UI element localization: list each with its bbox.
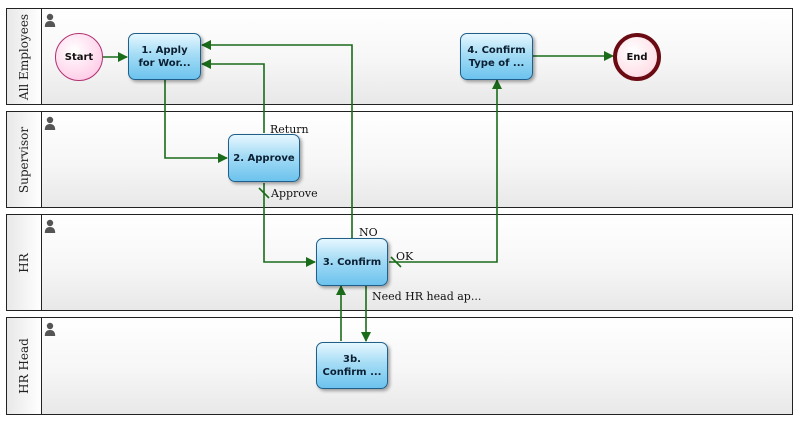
lane-header: Supervisor: [7, 112, 42, 207]
flow-approve-return[interactable]: [201, 59, 265, 133]
flow-label-need-hr-head: Need HR head ap...: [372, 290, 482, 303]
task-apply[interactable]: 1. Apply for Wor...: [128, 33, 201, 80]
flow-label-return: Return: [270, 123, 309, 136]
flow-apply-to-approve[interactable]: [164, 80, 228, 163]
flow-label-no: NO: [359, 226, 378, 239]
person-icon: [44, 116, 56, 130]
task-label: 1. Apply for Wor...: [138, 44, 191, 69]
lane-header: All Employees: [7, 9, 42, 104]
lane-supervisor: Supervisor: [6, 111, 793, 208]
lane-header: HR Head: [7, 318, 42, 414]
task-confirm-type[interactable]: 4. Confirm Type of ...: [460, 33, 533, 80]
flow-confirm-ok[interactable]: [389, 79, 502, 263]
task-confirm-b[interactable]: 3b. Confirm ...: [316, 342, 388, 389]
person-icon: [44, 13, 56, 27]
end-event-label: End: [626, 51, 648, 63]
default-flow-marker: [390, 256, 402, 268]
task-label: 4. Confirm Type of ...: [467, 44, 526, 69]
default-flow-marker: [258, 187, 270, 199]
person-icon: [44, 219, 56, 233]
flow-label-ok: OK: [396, 250, 414, 263]
lane-header: HR: [7, 215, 42, 310]
flow-label-approve: Approve: [271, 187, 318, 200]
end-event[interactable]: End: [613, 33, 661, 81]
start-event[interactable]: Start: [55, 33, 103, 81]
task-confirm[interactable]: 3. Confirm: [316, 238, 388, 286]
flow-approve-to-confirm[interactable]: [263, 183, 316, 267]
person-icon: [44, 322, 56, 336]
start-event-label: Start: [64, 51, 94, 63]
flow-confirm-no[interactable]: [201, 40, 353, 238]
task-label: 3. Confirm: [322, 256, 382, 268]
task-label: 2. Approve: [233, 152, 295, 164]
task-approve[interactable]: 2. Approve: [228, 134, 300, 182]
task-label: 3b. Confirm ...: [322, 353, 382, 378]
lane-hr-head: HR Head: [6, 317, 793, 415]
